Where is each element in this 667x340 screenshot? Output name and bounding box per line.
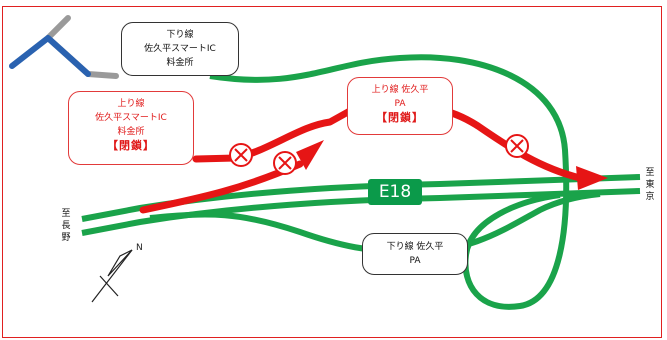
route-shield-e18: E18 — [368, 179, 422, 205]
down-ic-tollgate-label: 下り線 佐久平スマートIC 料金所 — [121, 22, 239, 76]
closed-x-icon — [505, 134, 529, 158]
red-arrowhead — [296, 140, 324, 170]
label-line: 下り線 佐久平 — [386, 242, 444, 252]
closed-status: 【閉鎖】 — [376, 111, 424, 124]
label-line: 料金所 — [166, 58, 194, 68]
label-line: 佐久平スマートIC — [95, 113, 167, 123]
label-char: 東 — [645, 180, 655, 190]
direction-to-tokyo: 至 東 京 — [644, 167, 656, 203]
north-arrow-icon: N — [91, 243, 143, 303]
label-char: 長 — [61, 221, 71, 231]
label-line: 佐久平スマートIC — [144, 44, 216, 54]
closed-status: 【閉鎖】 — [107, 139, 155, 152]
direction-to-nagano: 至 長 野 — [60, 208, 72, 244]
label-line: PA — [394, 99, 406, 109]
red-arrowhead — [576, 166, 608, 190]
label-char: 野 — [61, 233, 71, 243]
down-pa-label: 下り線 佐久平 PA — [362, 233, 468, 275]
label-char: 至 — [61, 209, 71, 219]
blue-connector-road — [9, 35, 91, 77]
label-line: 料金所 — [117, 127, 145, 137]
label-line: 上り線 佐久平 — [371, 85, 429, 95]
closed-x-icon — [229, 143, 253, 167]
label-char: 京 — [645, 192, 655, 202]
label-line: PA — [409, 256, 421, 266]
up-ic-tollgate-label: 上り線 佐久平スマートIC 料金所 【閉鎖】 — [68, 91, 194, 165]
north-label: N — [136, 243, 143, 253]
label-line: 上り線 — [117, 99, 145, 109]
label-char: 至 — [645, 168, 655, 178]
up-pa-label: 上り線 佐久平 PA 【閉鎖】 — [347, 77, 453, 135]
label-line: 下り線 — [166, 30, 194, 40]
closed-x-icon — [273, 151, 297, 175]
